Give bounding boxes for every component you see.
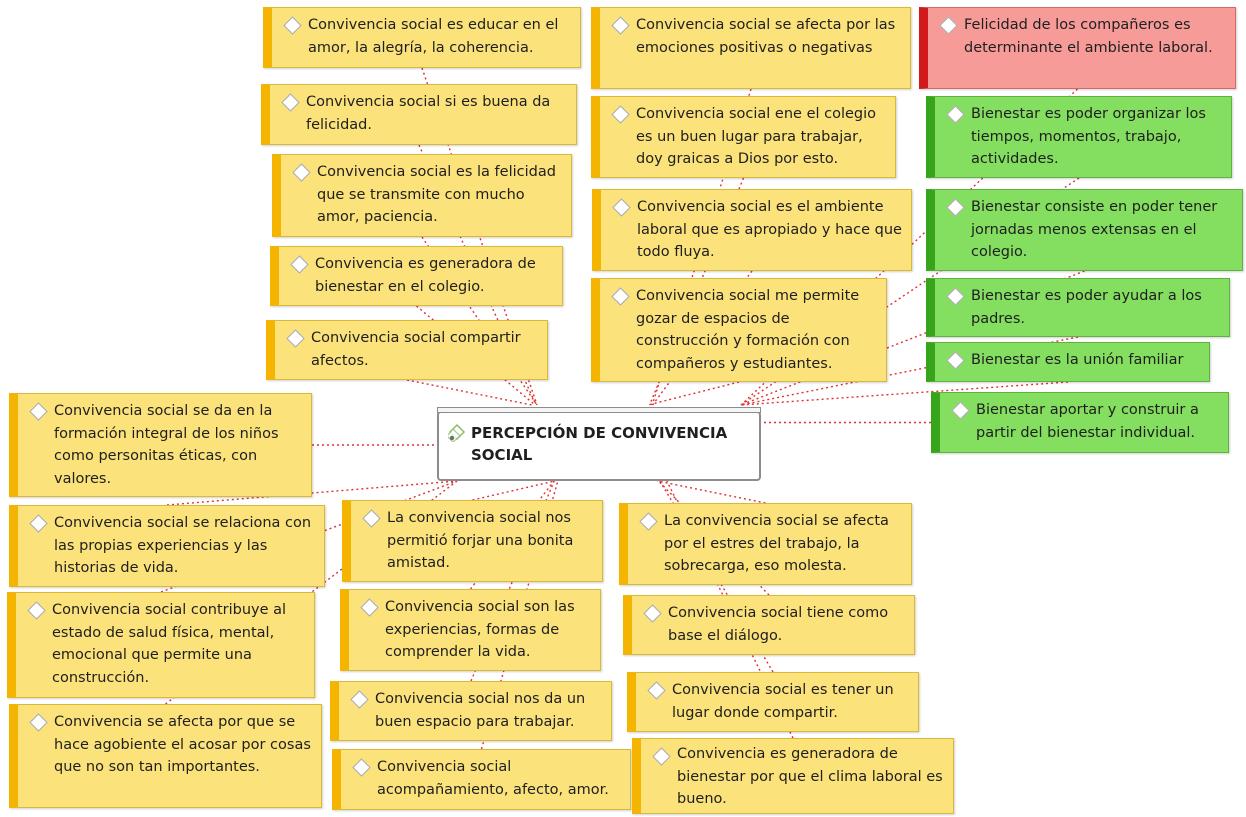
node-diamond-icon [292,163,311,182]
node-text: Convivencia social acompañamiento, afect… [377,759,609,798]
node-diamond-icon [27,601,46,620]
node-generadora-bienestar[interactable]: Convivencia es generadora de bienestar e… [270,246,563,306]
node-diamond-icon [362,509,381,528]
node-text: Convivencia social compartir afectos. [311,330,521,369]
network-icon [448,424,466,442]
node-diamond-icon [29,402,48,421]
node-diamond-icon [352,758,371,777]
node-aportar-construir[interactable]: Bienestar aportar y construir a partir d… [931,392,1229,453]
node-ayudar-padres[interactable]: Bienestar es poder ayudar a los padres. [926,278,1230,337]
node-diamond-icon [29,713,48,732]
link-n20 [472,480,555,501]
link-n13 [740,336,1079,406]
node-text: Convivencia social es educar en el amor,… [308,17,559,56]
node-text: Convivencia social se da en la formación… [54,403,279,487]
node-educar-amor[interactable]: Convivencia social es educar en el amor,… [263,7,581,68]
node-diamond-icon [647,681,666,700]
node-diamond-icon [643,604,662,623]
node-text: Convivencia es generadora de bienestar p… [677,746,943,807]
node-formacion-integral[interactable]: Convivencia social se da en la formación… [9,393,312,497]
node-text: Convivencia social se afecta por las emo… [636,17,896,56]
node-diamond-icon [946,105,965,124]
node-diamond-icon [652,747,671,766]
node-text: La convivencia social se afecta por el e… [664,513,889,574]
node-felicidad-transmite[interactable]: Convivencia social es la felicidad que s… [272,154,572,237]
node-text: Convivencia social me permite gozar de e… [636,288,860,372]
node-jornadas[interactable]: Bienestar consiste en poder tener jornad… [926,189,1243,271]
node-text: Convivencia social se relaciona con las … [54,515,312,576]
node-union-familiar[interactable]: Bienestar es la unión familiar [926,342,1210,382]
link-n24 [657,480,766,504]
node-amistad[interactable]: La convivencia social nos permitió forja… [342,500,603,582]
node-ambiente-laboral[interactable]: Convivencia social es el ambiente labora… [592,189,912,271]
node-diamond-icon [360,598,379,617]
node-diamond-icon [281,93,300,112]
node-diamond-icon [951,401,970,420]
node-diamond-icon [939,16,958,35]
node-diamond-icon [611,16,630,35]
node-text: Bienestar es poder ayudar a los padres. [971,288,1202,327]
node-text: Convivencia social contribuye al estado … [52,602,287,686]
node-experiencias[interactable]: Convivencia social se relaciona con las … [9,505,325,587]
node-diamond-icon [946,198,965,217]
node-dialogo[interactable]: Convivencia social tiene como base el di… [623,595,915,655]
node-text: Convivencia social ene el colegio es un … [636,106,877,167]
node-estres[interactable]: La convivencia social se afecta por el e… [619,503,912,585]
node-text: La convivencia social nos permitió forja… [387,510,574,571]
node-clima-laboral[interactable]: Convivencia es generadora de bienestar p… [632,738,954,814]
node-text: Convivencia social es la felicidad que s… [317,164,556,225]
node-text: Convivencia social son las experiencias,… [385,599,575,660]
node-diamond-icon [611,287,630,306]
node-text: Bienestar es poder organizar los tiempos… [971,106,1206,167]
link-n09 [647,381,740,406]
node-acompanamiento[interactable]: Convivencia social acompañamiento, afect… [332,749,631,810]
link-n05 [406,379,532,406]
node-diamond-icon [286,329,305,348]
node-buen-lugar[interactable]: Convivencia social ene el colegio es un … [591,96,896,178]
node-espacio-trabajar[interactable]: Convivencia social nos da un buen espaci… [330,681,612,741]
node-organizar-tiempos[interactable]: Bienestar es poder organizar los tiempos… [926,96,1232,178]
node-text: Convivencia social tiene como base el di… [668,605,889,644]
node-text: Convivencia social si es buena da felici… [306,94,551,133]
node-diamond-icon [29,514,48,533]
node-acosar[interactable]: Convivencia se afecta por que se hace ag… [9,704,322,808]
node-diamond-icon [350,690,369,709]
node-salud[interactable]: Convivencia social contribuye al estado … [7,592,315,698]
central-top-bar [437,407,761,413]
node-text: Convivencia se afecta por que se hace ag… [54,714,311,775]
node-espacios-formacion[interactable]: Convivencia social me permite gozar de e… [591,278,887,382]
node-diamond-icon [946,287,965,306]
central-title: PERCEPCIÓN DE CONVIVENCIA SOCIAL [471,424,728,464]
node-emociones[interactable]: Convivencia social se afecta por las emo… [591,7,911,89]
node-compartir-afectos[interactable]: Convivencia social compartir afectos. [266,320,548,380]
central-topic[interactable]: PERCEPCIÓN DE CONVIVENCIA SOCIAL [437,407,761,481]
node-felicidad-companeros[interactable]: Felicidad de los compañeros es determina… [919,7,1236,89]
node-text: Felicidad de los compañeros es determina… [964,17,1213,56]
node-buena-felicidad[interactable]: Convivencia social si es buena da felici… [261,84,577,145]
node-diamond-icon [283,16,302,35]
node-text: Convivencia es generadora de bienestar e… [315,256,536,295]
node-text: Bienestar es la unión familiar [971,352,1184,368]
link-n17 [166,480,458,506]
node-text: Bienestar aportar y construir a partir d… [976,402,1199,441]
node-text: Convivencia social nos da un buen espaci… [375,691,586,730]
node-text: Convivencia social es el ambiente labora… [637,199,902,260]
node-text: Bienestar consiste en poder tener jornad… [971,199,1218,260]
node-comprender-vida[interactable]: Convivencia social son las experiencias,… [340,589,601,671]
node-diamond-icon [612,198,631,217]
node-diamond-icon [639,512,658,531]
node-diamond-icon [946,351,965,370]
node-lugar-compartir[interactable]: Convivencia social es tener un lugar don… [627,672,919,732]
node-diamond-icon [611,105,630,124]
node-text: Convivencia social es tener un lugar don… [672,682,894,721]
node-diamond-icon [290,255,309,274]
